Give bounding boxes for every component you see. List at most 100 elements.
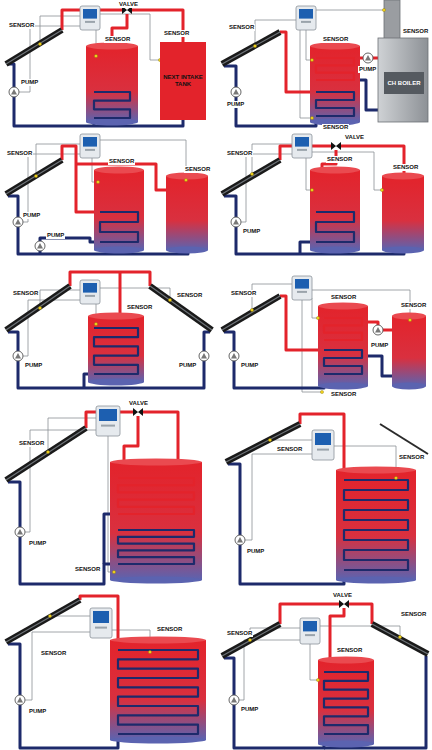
storage-tank [166,176,208,250]
part-label: PUMP [46,232,65,239]
sensor-dot [112,570,115,573]
solar-collector [226,424,300,462]
controller-screen [83,9,97,19]
tank-bottom [310,247,360,254]
heat-coil [94,92,130,118]
pump-symbol [373,325,383,335]
tank-top [110,459,202,466]
tank-bottom [86,119,138,126]
controller-screen [99,409,117,421]
cold-pipe [8,644,118,748]
hot-pipe [330,608,344,664]
scheme-panel [6,6,183,126]
pump-symbol [15,527,25,537]
part-label: SENSOR [276,446,303,453]
storage-tank [318,306,368,386]
tank-bottom [318,741,374,748]
pump-symbol [363,53,373,63]
hot-pipe [348,604,372,624]
sensor-dot [310,188,313,191]
pump-symbol [229,351,239,361]
tank-top [318,303,368,310]
controller-buttons [317,449,329,451]
pump-arrow [233,89,239,95]
heat-coil [316,58,354,80]
sensor-dot [94,54,97,57]
sensor-dot [48,614,51,617]
tank-bottom [166,247,208,254]
pump-arrow [375,327,381,333]
sensor-dot [34,174,37,177]
controller-buttons [301,21,311,23]
collector-glass [372,624,428,654]
pump-symbol [235,535,245,545]
controller-body [80,280,100,304]
sensor-dot [310,58,313,61]
sensor-dot [316,678,319,681]
sensor-dot [310,116,313,119]
part-label: VALVE [118,1,139,8]
sensor-dot [268,438,271,441]
part-label: SENSOR [40,650,67,657]
sensor-dot [248,638,251,641]
pump-symbol [231,87,241,97]
tank-bottom [110,577,202,584]
tank-top [310,43,360,50]
cold-pipe [368,356,392,376]
sensor-wire [316,10,384,11]
solar-collector [6,286,70,330]
controller-body [292,276,312,300]
collector-glass [6,30,62,64]
tank-top [86,43,138,50]
collector-glass [222,32,280,64]
heat-coil [324,318,362,340]
pump-arrow [37,243,43,249]
storage-tank [392,316,426,386]
storage-tank [110,462,202,580]
part-label: SENSOR [184,166,211,173]
sensor-dot [253,44,256,47]
node-text: NEXT INTAKE TANK [160,72,206,90]
cold-pipe [224,332,324,388]
part-label: SENSOR [108,158,135,165]
sensor-dot [250,172,253,175]
controller-buttons [85,295,95,297]
part-label: SENSOR [226,630,253,637]
sensor-wire [25,632,90,700]
scheme-panel [222,0,428,126]
part-label: SENSOR [402,28,429,35]
part-label: PUMP [178,362,197,369]
controller-buttons [95,627,107,629]
cold-pipe [40,238,100,254]
controller-buttons [297,291,307,293]
tank-top [382,173,424,180]
controller-screen [315,433,331,445]
collector-glass [6,160,62,194]
sensor-wire [312,298,318,318]
controller-body [80,134,100,158]
cold-pipe [224,658,324,748]
part-label: VALVE [332,592,353,599]
scheme-panel [222,276,426,394]
solar-collector [372,624,428,654]
tank-top [88,313,144,320]
pump-arrow [11,89,17,95]
scheme-panel [6,272,212,388]
collector-glass [226,424,300,462]
storage-tank [94,170,144,250]
tank-bottom [382,247,424,254]
heat-coil [316,212,354,242]
sensor-wire [245,454,312,540]
part-label: PUMP [28,540,47,547]
tank-top [166,173,208,180]
tank-top [110,637,206,644]
part-label: PUMP [242,228,261,235]
solar-collector [6,600,80,642]
valve-symbol [331,142,341,150]
storage-tank [110,640,206,740]
pump-arrow [17,529,23,535]
boiler-body [378,38,428,122]
controller-body [96,406,120,436]
heat-coil [316,92,354,116]
